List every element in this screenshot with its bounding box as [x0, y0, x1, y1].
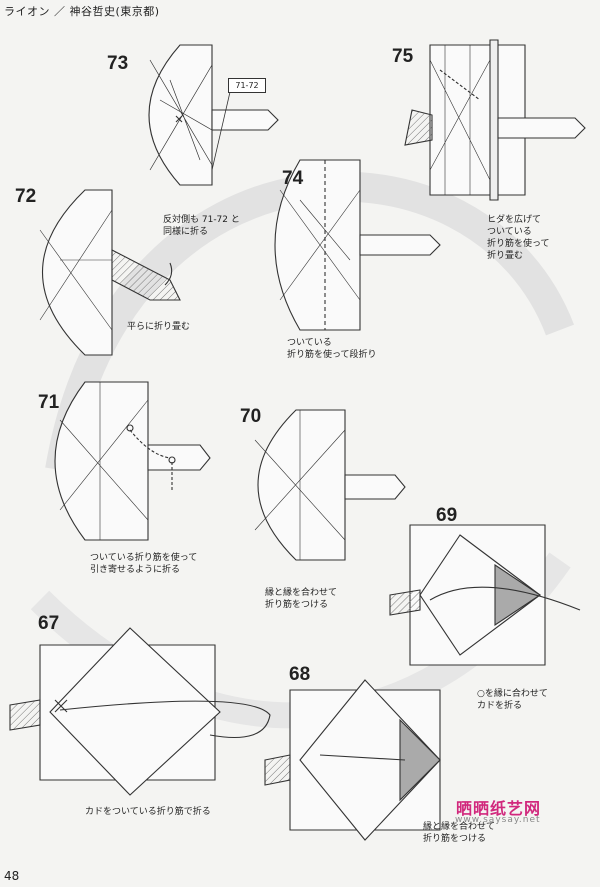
diagram-74 — [274, 159, 441, 331]
diagram-72 — [39, 189, 181, 356]
page-header: ライオン ／ 神谷哲史(東京都) — [4, 5, 160, 18]
diagram-71 — [54, 381, 211, 541]
ref-label: 71-72 — [228, 78, 266, 93]
diagram-75 — [404, 39, 586, 201]
step-number-68: 68 — [289, 664, 311, 685]
step-number-75: 75 — [392, 46, 414, 67]
caption-69: ○を縁に合わせて カドを折る — [477, 689, 548, 711]
caption-72: 平らに折り畳む — [127, 322, 191, 332]
diagram-68 — [264, 679, 441, 841]
diagram-69 — [389, 524, 581, 666]
caption-70: 縁と縁を合わせて 折り筋をつける — [265, 588, 338, 610]
page-number: 48 — [4, 869, 20, 883]
watermark-url: www.saysay.net — [455, 815, 541, 825]
step-number-74: 74 — [282, 168, 304, 189]
step-number-72: 72 — [15, 186, 37, 207]
step-number-73: 73 — [107, 53, 129, 74]
caption-67: カドをついている折り筋で折る — [85, 807, 211, 817]
caption-73: 反対側も 71-72 と 同様に折る — [163, 215, 240, 237]
diagram-70 — [254, 409, 406, 561]
diagram-67 — [9, 627, 271, 796]
step-number-69: 69 — [436, 505, 458, 526]
diagram-73 — [148, 44, 279, 186]
watermark-brand: 晒晒纸艺网 — [456, 801, 542, 818]
step-number-70: 70 — [240, 406, 262, 427]
caption-75: ヒダを広げて ついている 折り筋を使って 折り畳む — [487, 215, 550, 261]
caption-74: ついている 折り筋を使って段折り — [287, 338, 377, 360]
step-number-67: 67 — [38, 613, 60, 634]
caption-71: ついている折り筋を使って 引き寄せるように折る — [90, 553, 198, 575]
step-number-71: 71 — [38, 392, 60, 413]
caption-68: 縁と縁を合わせて 折り筋をつける — [423, 822, 496, 844]
